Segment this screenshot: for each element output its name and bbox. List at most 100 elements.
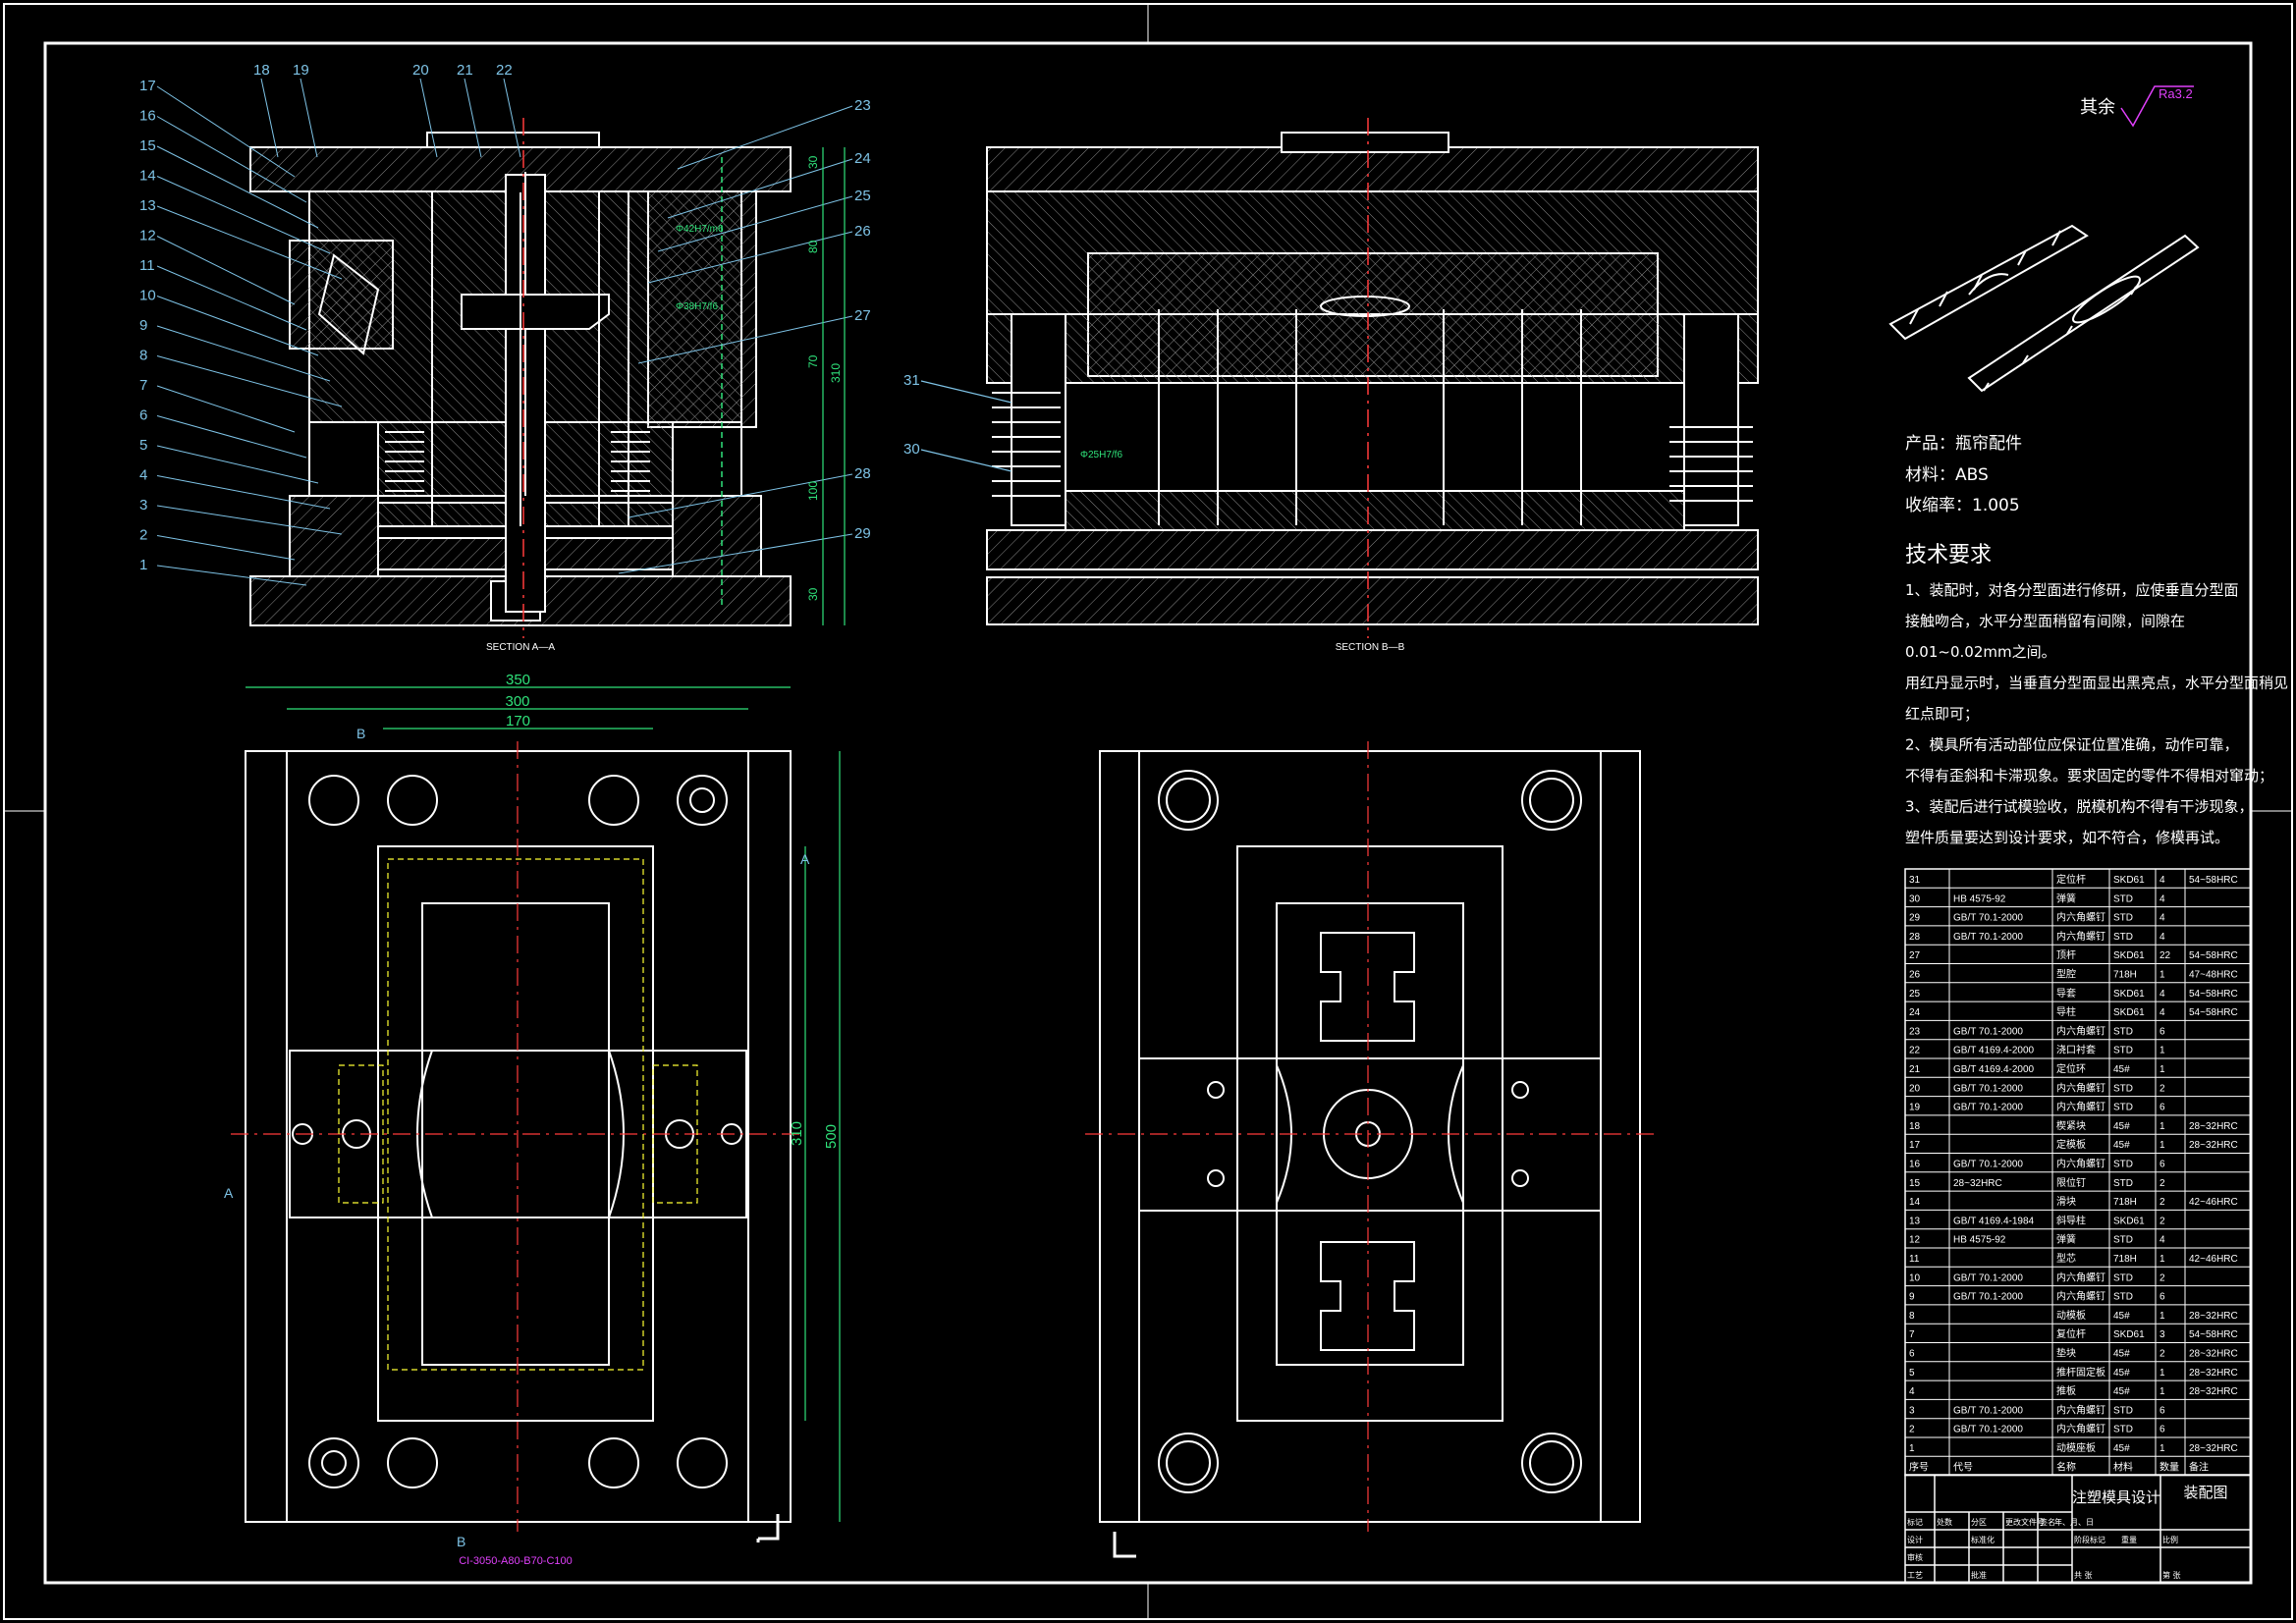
bom-cell: 45# bbox=[2113, 1349, 2130, 1360]
title-block-label: 比例 bbox=[2162, 1535, 2178, 1544]
bom-cell: 内六角螺钉 bbox=[2056, 1403, 2105, 1416]
bom-cell: 1 bbox=[2159, 1311, 2165, 1322]
bom-cell: 内六角螺钉 bbox=[2056, 1423, 2105, 1435]
bom-cell: 3 bbox=[1909, 1405, 1915, 1416]
plan-section-b-top: B bbox=[356, 726, 365, 741]
dim-text: 70 bbox=[806, 354, 820, 368]
bom-header-cell: 名称 bbox=[2056, 1460, 2076, 1473]
bom-cell: 内六角螺钉 bbox=[2056, 1101, 2105, 1113]
tech-req-line: 1、装配时，对各分型面进行修研，应使垂直分型面 bbox=[1905, 581, 2239, 599]
bom-cell: 29 bbox=[1909, 913, 1921, 924]
callout-label: 7 bbox=[139, 377, 147, 394]
bom-cell: SKD61 bbox=[2113, 1216, 2145, 1226]
bom-cell: 1 bbox=[2159, 1254, 2165, 1265]
bom-cell: 型芯 bbox=[2056, 1252, 2076, 1265]
tech-req-title: 技术要求 bbox=[1905, 543, 1992, 568]
bom-cell: 27 bbox=[1909, 950, 1921, 961]
bom-cell: 8 bbox=[1909, 1311, 1915, 1322]
bom-cell: GB/T 4169.4-2000 bbox=[1953, 1064, 2035, 1075]
bom-cell: GB/T 70.1-2000 bbox=[1953, 1405, 2023, 1416]
bom-cell: GB/T 70.1-2000 bbox=[1953, 1083, 2023, 1094]
bom-cell: GB/T 70.1-2000 bbox=[1953, 1160, 2023, 1170]
bom-cell: 28~32HRC bbox=[2189, 1121, 2238, 1132]
bom-cell: 4 bbox=[2159, 932, 2165, 943]
callout-label: 11 bbox=[139, 257, 155, 274]
bom-cell: 1 bbox=[2159, 1064, 2165, 1075]
bom-cell: 滑块 bbox=[2056, 1196, 2076, 1208]
bom-cell: HB 4575-92 bbox=[1953, 893, 2006, 904]
callout-label: 25 bbox=[854, 188, 871, 204]
tech-req-line: 0.01~0.02mm之间。 bbox=[1905, 643, 2056, 661]
bom-cell: 2 bbox=[2159, 1349, 2165, 1360]
tech-req-line: 2、模具所有活动部位应保证位置准确，动作可靠， bbox=[1905, 736, 2239, 754]
bom-cell: 42~46HRC bbox=[2189, 1254, 2238, 1265]
bom-cell: 2 bbox=[1909, 1425, 1915, 1435]
title-block-label: 签名 bbox=[2040, 1517, 2055, 1527]
bom-cell: 4 bbox=[2159, 1235, 2165, 1246]
bom-cell: GB/T 4169.4-2000 bbox=[1953, 1046, 2035, 1056]
title-block-label: 审核 bbox=[1907, 1552, 1923, 1562]
plan-section-a-left: A bbox=[224, 1185, 234, 1201]
bom-cell: 42~46HRC bbox=[2189, 1197, 2238, 1208]
bom-cell: 定位杆 bbox=[2056, 873, 2086, 886]
title-block bbox=[1904, 1474, 2252, 1584]
bom-cell: 动模板 bbox=[2056, 1309, 2086, 1322]
fit-text: Φ42H7/m6 bbox=[676, 224, 724, 235]
dim-text: 80 bbox=[806, 240, 820, 253]
bom-cell: GB/T 70.1-2000 bbox=[1953, 1026, 2023, 1037]
bom-cell: 限位钉 bbox=[2056, 1176, 2086, 1189]
bom-cell: GB/T 70.1-2000 bbox=[1953, 1425, 2023, 1435]
callout-label: 10 bbox=[139, 288, 156, 304]
bom-cell: STD bbox=[2113, 1405, 2133, 1416]
tech-req-line: 塑件质量要达到设计要求，如不符合，修模再试。 bbox=[1905, 829, 2229, 846]
bom-cell: GB/T 4169.4-1984 bbox=[1953, 1216, 2035, 1226]
bom-cell: 斜导柱 bbox=[2056, 1214, 2086, 1226]
bom-cell: 17 bbox=[1909, 1140, 1921, 1151]
title-block-label: 处数 bbox=[1937, 1517, 1952, 1527]
callout-label: 15 bbox=[139, 137, 156, 154]
callout-label: 8 bbox=[139, 348, 147, 364]
leader-line bbox=[156, 205, 343, 280]
callout-label: 6 bbox=[139, 407, 147, 424]
leader-line bbox=[156, 535, 296, 561]
bom-cell: 6 bbox=[2159, 1160, 2165, 1170]
bom-cell: 楔紧块 bbox=[2056, 1120, 2086, 1132]
bom-cell: 12 bbox=[1909, 1235, 1921, 1246]
leader-line bbox=[419, 78, 438, 158]
title-block-label: 第 张 bbox=[2162, 1570, 2181, 1580]
bom-cell: 45# bbox=[2113, 1386, 2130, 1397]
leader-line bbox=[647, 231, 853, 284]
bom-cell: STD bbox=[2113, 1425, 2133, 1435]
bom-cell: 定位环 bbox=[2056, 1062, 2086, 1075]
bom-cell: 6 bbox=[2159, 1103, 2165, 1113]
leader-line bbox=[657, 195, 853, 252]
leader-line bbox=[156, 325, 331, 382]
bom-cell: 15 bbox=[1909, 1178, 1921, 1189]
leader-line bbox=[300, 78, 318, 158]
title-block-label: 分区 bbox=[1971, 1518, 1987, 1527]
leader-line bbox=[464, 78, 482, 158]
bom-cell: 2 bbox=[2159, 1178, 2165, 1189]
bom-cell: 718H bbox=[2113, 1254, 2137, 1265]
design-title: 注塑模具设计 bbox=[2072, 1488, 2160, 1506]
bom-cell: 23 bbox=[1909, 1026, 1921, 1037]
bom-cell: 动模座板 bbox=[2056, 1441, 2096, 1454]
leader-line bbox=[156, 145, 319, 229]
leader-line bbox=[618, 533, 853, 574]
plan-view-right-centerlines bbox=[1085, 741, 1655, 1532]
bom-cell: 54~58HRC bbox=[2189, 1007, 2238, 1018]
bom-cell: STD bbox=[2113, 1178, 2133, 1189]
bom-cell: 9 bbox=[1909, 1292, 1915, 1303]
bom-cell: 4 bbox=[2159, 989, 2165, 1000]
bom-cell: 1 bbox=[2159, 1386, 2165, 1397]
plan-section-a-right: A bbox=[800, 851, 810, 867]
bom-cell: SKD61 bbox=[2113, 1007, 2145, 1018]
bom-cell: 7 bbox=[1909, 1329, 1915, 1340]
title-block-label: 年、月、日 bbox=[2054, 1517, 2094, 1527]
bom-cell: 25 bbox=[1909, 989, 1921, 1000]
bom-cell: 45# bbox=[2113, 1064, 2130, 1075]
bom-cell: 28~32HRC bbox=[2189, 1443, 2238, 1454]
section-a-view bbox=[249, 118, 792, 638]
leader-line bbox=[156, 505, 343, 535]
